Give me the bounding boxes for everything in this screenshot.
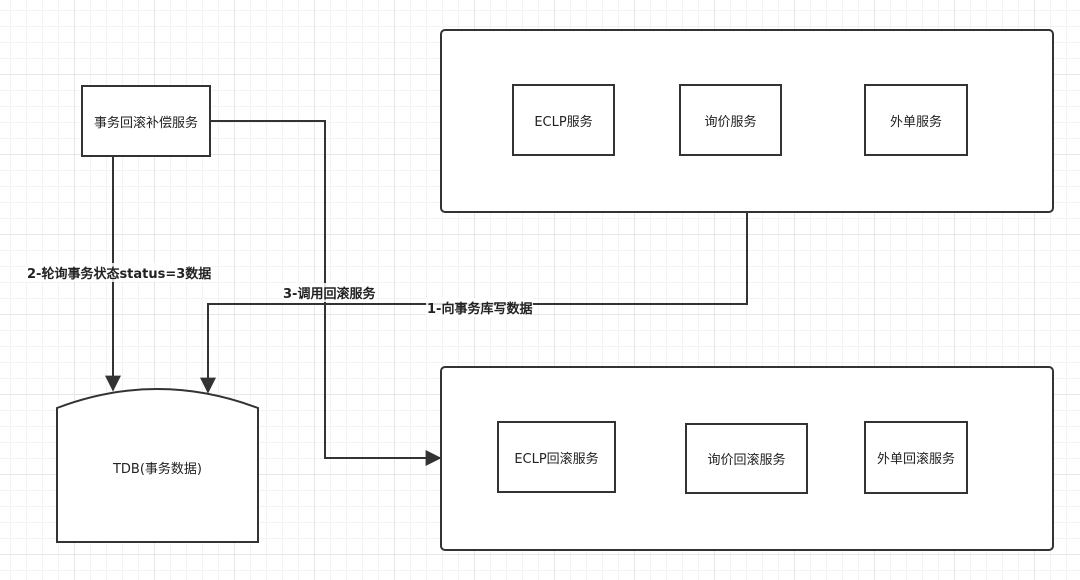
external-rollback-label: 外单回滚服务	[876, 452, 955, 467]
external-rollback-box[interactable]: 外单回滚服务	[864, 421, 968, 494]
inquiry-rollback-box[interactable]: 询价回滚服务	[685, 423, 808, 494]
eclp-rollback-box[interactable]: ECLP回滚服务	[497, 421, 616, 493]
external-service-label: 外单服务	[889, 114, 942, 130]
external-service-box[interactable]: 外单服务	[864, 84, 968, 156]
edge-poll-label: 2-轮询事务状态status=3数据	[26, 263, 213, 282]
inquiry-service-label: 询价服务	[704, 114, 757, 130]
edge-write-label: 1-向事务库写数据	[426, 298, 534, 317]
eclp-service-label: ECLP服务	[534, 114, 593, 130]
database-shape	[56, 388, 259, 543]
compensation-service-box[interactable]: 事务回滚补偿服务	[81, 85, 211, 157]
edge-invoke-label: 3-调用回滚服务	[282, 283, 377, 302]
compensation-service-label: 事务回滚补偿服务	[93, 115, 198, 131]
eclp-service-box[interactable]: ECLP服务	[512, 84, 615, 156]
inquiry-rollback-label: 询价回滚服务	[707, 453, 786, 468]
database-label: TDB(事务数据)	[112, 462, 202, 477]
eclp-rollback-label: ECLP回滚服务	[514, 451, 599, 467]
inquiry-service-box[interactable]: 询价服务	[679, 84, 782, 156]
